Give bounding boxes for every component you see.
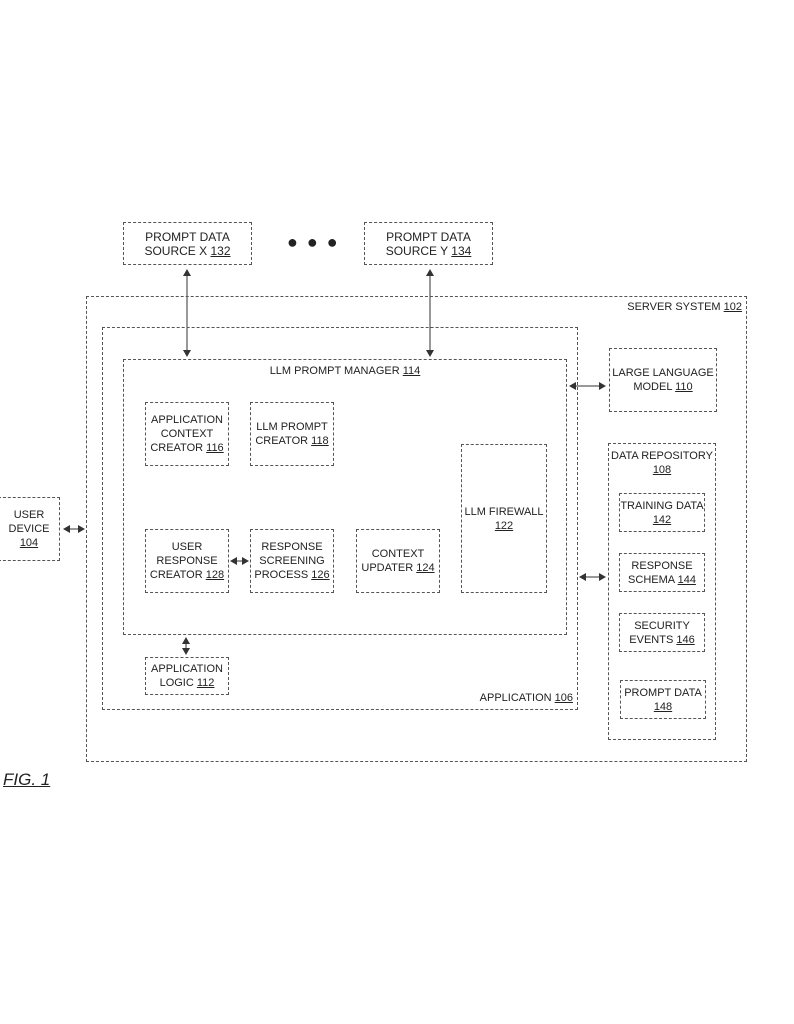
- prompt-data-source-y: PROMPT DATA SOURCE Y 134: [364, 222, 493, 265]
- ellipsis-dots: ● ● ●: [287, 232, 340, 252]
- server-system-label: SERVER SYSTEM 102: [627, 301, 742, 313]
- application-box: APPLICATION 106: [102, 327, 578, 710]
- source-x-line1: PROMPT DATA: [145, 229, 230, 244]
- server-system-ref: 102: [723, 301, 742, 313]
- application-label: APPLICATION 106: [479, 692, 573, 704]
- source-y-ref: 134: [451, 243, 472, 258]
- llm-prompt-manager-box: LLM PROMPT MANAGER 114: [123, 359, 567, 635]
- figure-label: FIG. 1: [3, 770, 51, 789]
- source-y-line2: SOURCE Y: [385, 243, 448, 258]
- llm-prompt-creator: LLM PROMPT CREATOR 118: [250, 402, 334, 466]
- security-events: SECURITY EVENTS 146: [619, 613, 705, 652]
- data-repository-box: DATA REPOSITORY 108: [608, 443, 716, 740]
- server-system-box: SERVER SYSTEM 102: [86, 296, 747, 762]
- application-ref: 106: [554, 692, 573, 704]
- source-y-line1: PROMPT DATA: [386, 229, 471, 244]
- llm-prompt-manager-ref: 114: [402, 365, 421, 377]
- prompt-data-source-x: PROMPT DATA SOURCE X 132: [123, 222, 252, 265]
- llm-firewall: LLM FIREWALL 122: [461, 444, 547, 593]
- training-data: TRAINING DATA 142: [619, 493, 705, 532]
- response-schema: RESPONSE SCHEMA 144: [619, 553, 705, 592]
- source-x-ref: 132: [210, 243, 231, 258]
- response-screening-process: RESPONSE SCREENING PROCESS 126: [250, 529, 334, 593]
- data-repository-label: DATA REPOSITORY 108: [611, 450, 713, 476]
- application-logic: APPLICATION LOGIC 112: [145, 657, 229, 695]
- large-language-model: LARGE LANGUAGE MODEL 110: [609, 348, 717, 412]
- prompt-data: PROMPT DATA 148: [620, 680, 706, 719]
- source-x-line2: SOURCE X: [144, 243, 208, 258]
- user-device: USER DEVICE 104: [0, 497, 60, 561]
- llm-prompt-manager-label: LLM PROMPT MANAGER 114: [269, 365, 421, 377]
- application-context-creator: APPLICATION CONTEXT CREATOR 116: [145, 402, 229, 466]
- context-updater: CONTEXT UPDATER 124: [356, 529, 440, 593]
- user-response-creator: USER RESPONSE CREATOR 128: [145, 529, 229, 593]
